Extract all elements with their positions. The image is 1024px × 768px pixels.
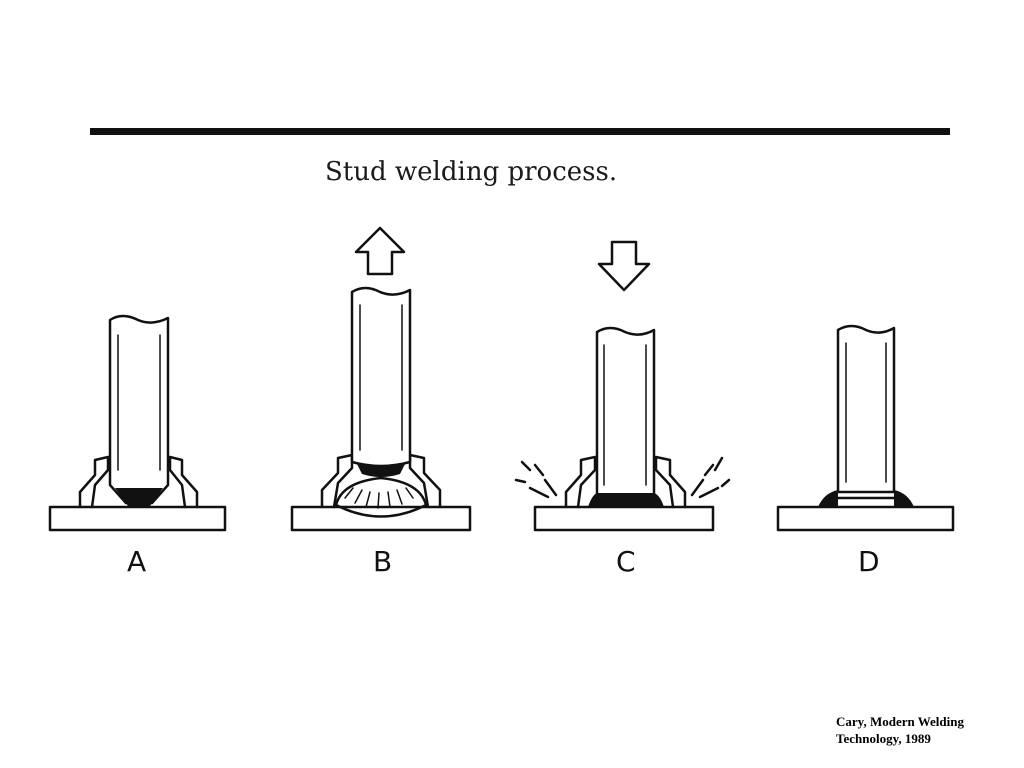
ferrule-right-c [654, 455, 687, 509]
ferrule-left-a [78, 455, 110, 509]
step-b-illustration [290, 226, 472, 532]
top-rule [90, 128, 950, 135]
step-label-b: B [373, 545, 392, 578]
spatter-left-c [514, 460, 558, 499]
step-d-illustration [776, 324, 955, 532]
arc-zone-b [334, 476, 428, 518]
step-label-a: A [127, 545, 146, 578]
base-plate-d [776, 505, 955, 532]
base-plate-a [48, 505, 227, 532]
citation-line-1: Cary, Modern Welding [836, 714, 964, 729]
ferrule-right-b [408, 453, 442, 509]
citation-line-2: Technology, 1989 [836, 731, 931, 746]
ferrule-right-a [168, 455, 199, 509]
source-citation: Cary, Modern Welding Technology, 1989 [836, 713, 1016, 747]
stud-b [350, 286, 412, 468]
step-a-illustration [48, 314, 227, 532]
weld-pool-c [588, 493, 664, 507]
stud-tip-a [115, 488, 163, 506]
base-plate-c [533, 505, 715, 532]
spatter-right-c [690, 456, 731, 499]
ferrule-left-b [320, 453, 354, 509]
plunge-arrow-icon [597, 240, 651, 292]
stud-d [836, 324, 896, 494]
stud-a [108, 314, 170, 505]
lift-arrow-icon [354, 226, 406, 276]
step-c-illustration [514, 240, 731, 532]
step-label-d: D [858, 545, 880, 578]
step-label-c: C [616, 545, 636, 578]
stud-c [595, 326, 656, 497]
weld-fillet-d [818, 490, 838, 507]
base-plate-b [290, 505, 472, 532]
stud-tip-b [356, 462, 406, 477]
ferrule-left-c [564, 455, 597, 509]
figure-title: Stud welding process. [325, 157, 617, 187]
